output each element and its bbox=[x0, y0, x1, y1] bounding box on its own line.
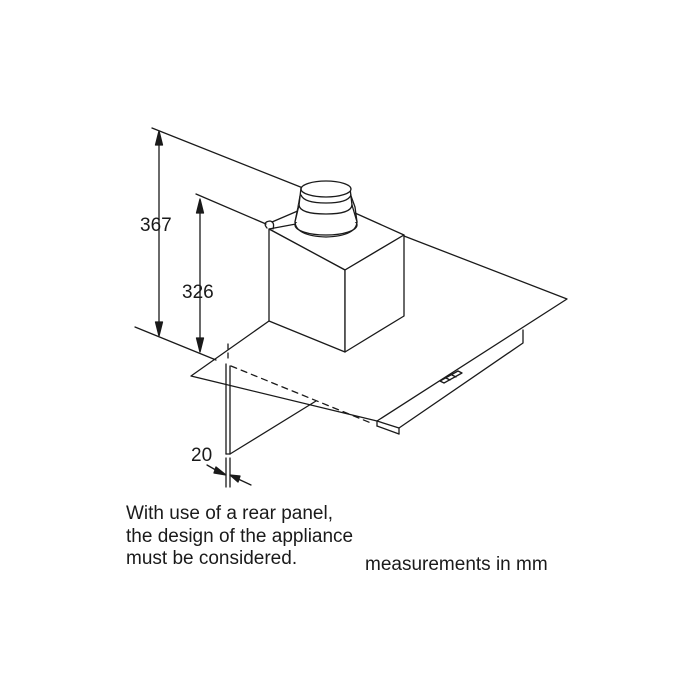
dimension-326-arrow bbox=[195, 198, 205, 353]
dimension-label-326: 326 bbox=[182, 282, 214, 303]
dimension-20-arrow bbox=[206, 457, 252, 488]
glass-canopy bbox=[190, 235, 568, 435]
note-line-2: the design of the appliance bbox=[126, 525, 354, 547]
dimension-label-20: 20 bbox=[191, 445, 213, 466]
rear-panel-note: With use of a rear panel, the design of … bbox=[126, 503, 353, 571]
rear-panel bbox=[225, 363, 317, 455]
duct-collar bbox=[294, 180, 358, 238]
hidden-edge bbox=[227, 343, 372, 424]
extension-lines bbox=[134, 127, 304, 361]
dimension-label-367: 367 bbox=[140, 215, 172, 236]
units-label: measurements in mm bbox=[365, 554, 548, 575]
note-line-1: With use of a rear panel, bbox=[126, 503, 333, 524]
dimension-367-arrow bbox=[154, 130, 164, 337]
chimney-box bbox=[264, 209, 405, 353]
note-line-3: must be considered. bbox=[126, 548, 298, 569]
